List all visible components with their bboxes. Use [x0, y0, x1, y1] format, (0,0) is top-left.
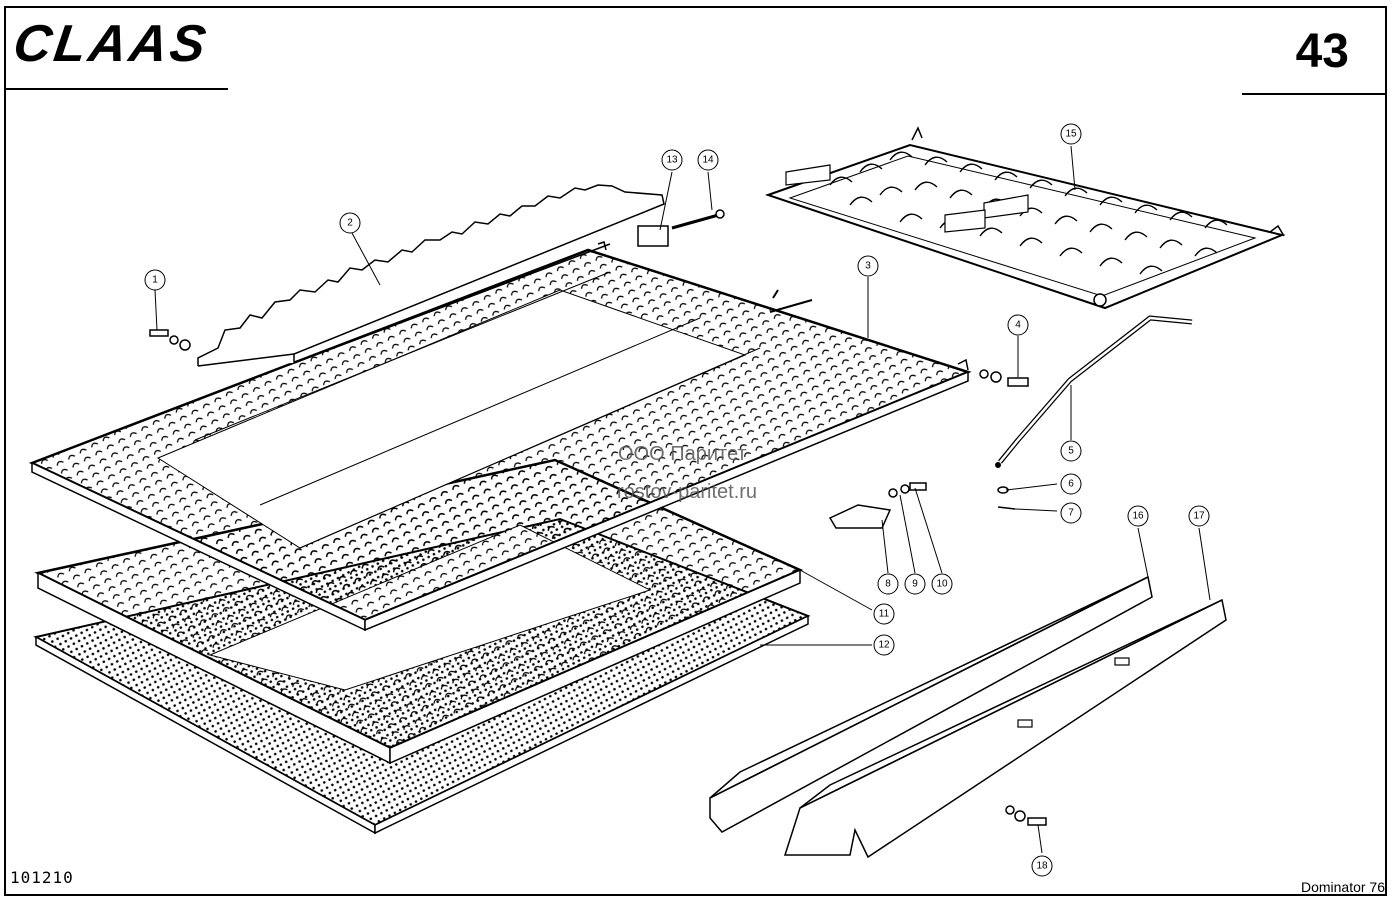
callout-label: 2: [347, 218, 353, 229]
watermark-company: ООО Паритет: [618, 443, 747, 465]
callout-9: 9: [904, 573, 926, 595]
watermark-url: rostov-paritet.ru: [617, 481, 758, 503]
callout-13: 13: [661, 149, 683, 171]
callout-label: 12: [878, 640, 890, 651]
page-number: 43: [1295, 25, 1349, 78]
callout-6: 6: [1060, 473, 1082, 495]
page-number-rule: [1242, 93, 1387, 95]
callout-14: 14: [697, 149, 719, 171]
callout-label: 14: [702, 155, 714, 166]
callout-label: 1: [152, 275, 158, 286]
callout-label: 11: [879, 609, 890, 620]
callout-label: 7: [1068, 508, 1074, 519]
callout-11: 11: [873, 603, 895, 625]
callout-label: 10: [936, 579, 948, 590]
callout-label: 17: [1193, 511, 1205, 522]
callout-2: 2: [339, 212, 361, 234]
callout-15: 15: [1060, 123, 1082, 145]
callout-label: 16: [1132, 511, 1144, 522]
callout-label: 3: [865, 261, 871, 272]
callout-label: 13: [666, 155, 678, 166]
drawing-frame: [4, 6, 1387, 896]
callout-7: 7: [1060, 502, 1082, 524]
model-name: Dominator 76: [1300, 879, 1385, 895]
callout-18: 18: [1031, 855, 1053, 877]
callout-label: 15: [1065, 129, 1077, 140]
callout-10: 10: [931, 573, 953, 595]
callout-label: 9: [912, 579, 918, 590]
callout-label: 18: [1036, 861, 1048, 872]
side-panel-part-16: [709, 575, 1153, 833]
callout-12: 12: [873, 634, 895, 656]
leader-lines: [154, 145, 1211, 854]
callout-label: 8: [885, 579, 891, 590]
finger-grate-part-15: [764, 126, 1286, 310]
callout-4: 4: [1007, 314, 1029, 336]
callout-5: 5: [1060, 440, 1082, 462]
callout-17: 17: [1188, 505, 1210, 527]
side-panel-part-17: [783, 598, 1227, 859]
callout-16: 16: [1127, 505, 1149, 527]
callout-1: 1: [144, 269, 166, 291]
logo-rule: [4, 88, 228, 90]
callout-label: 6: [1068, 479, 1074, 490]
callout-8: 8: [877, 573, 899, 595]
callout-3: 3: [857, 255, 879, 277]
upper-sieve-part-3: [28, 241, 972, 632]
callout-label: 4: [1015, 320, 1021, 331]
rod-part-5: [995, 315, 1193, 468]
hardware: [149, 209, 1047, 826]
rake-bar-part-2: [197, 184, 665, 367]
callout-label: 5: [1068, 446, 1074, 457]
document-number: 101210: [10, 868, 74, 887]
